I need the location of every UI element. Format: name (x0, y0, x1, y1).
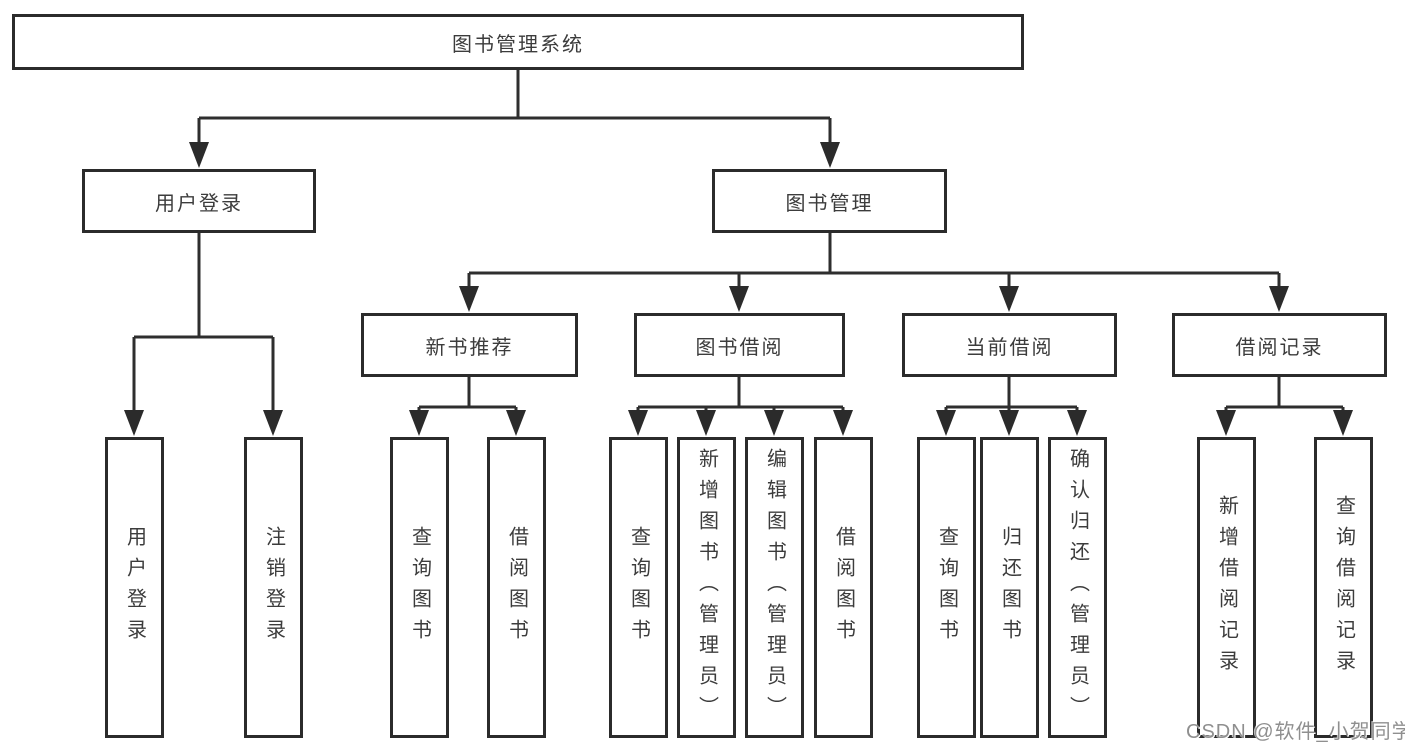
leaf-label: 新增图书（管理员） (695, 448, 718, 727)
node-book-management: 图书管理 (712, 169, 947, 233)
arrowheads (124, 142, 1353, 436)
leaf-label: 查询图书 (408, 525, 431, 650)
leaf-label: 借阅图书 (832, 525, 855, 650)
arrow-down-icon (263, 410, 283, 436)
leaf-label: 编辑图书（管理员） (763, 448, 786, 727)
node-current-borrowing: 当前借阅 (902, 313, 1117, 377)
connector-root-to-level2 (197, 70, 832, 144)
leaf-label: 注销登录 (262, 525, 285, 650)
arrow-down-icon (764, 410, 784, 436)
leaf-br-add-record: 新增借阅记录 (1197, 437, 1256, 738)
arrow-down-icon (729, 286, 749, 312)
leaf-label: 查询图书 (627, 525, 650, 650)
leaf-bb-add-books-admin: 新增图书（管理员） (677, 437, 736, 738)
connector-records-to-leaves (1224, 377, 1345, 411)
leaf-cb-confirm-return-admin: 确认归还（管理员） (1048, 437, 1107, 738)
arrow-down-icon (1333, 410, 1353, 436)
connector-borrowing-to-leaves (636, 377, 845, 411)
arrow-down-icon (820, 142, 840, 168)
arrow-down-icon (833, 410, 853, 436)
node-book-borrowing: 图书借阅 (634, 313, 845, 377)
leaf-logout: 注销登录 (244, 437, 303, 738)
leaf-label: 新增借阅记录 (1215, 494, 1238, 681)
node-new-book-recommend: 新书推荐 (361, 313, 578, 377)
leaf-br-query-record: 查询借阅记录 (1314, 437, 1373, 738)
leaf-bb-query-books: 查询图书 (609, 437, 668, 738)
arrow-down-icon (1067, 410, 1087, 436)
arrow-down-icon (189, 142, 209, 168)
arrow-down-icon (936, 410, 956, 436)
leaf-cb-return-books: 归还图书 (980, 437, 1039, 738)
node-user-login: 用户登录 (82, 169, 316, 233)
leaf-nbr-query-books: 查询图书 (390, 437, 449, 738)
arrow-down-icon (409, 410, 429, 436)
arrow-down-icon (506, 410, 526, 436)
leaf-label: 查询图书 (935, 525, 958, 650)
csdn-watermark: CSDN @软件_小贺同学 (1186, 721, 1405, 743)
arrow-down-icon (459, 286, 479, 312)
leaf-bb-edit-books-admin: 编辑图书（管理员） (745, 437, 804, 738)
arrow-down-icon (628, 410, 648, 436)
node-borrowing-records: 借阅记录 (1172, 313, 1387, 377)
node-root-system-title: 图书管理系统 (12, 14, 1024, 70)
leaf-label: 确认归还（管理员） (1066, 448, 1089, 727)
connector-userlogin-to-leaves (132, 233, 275, 410)
leaf-bb-borrow-books: 借阅图书 (814, 437, 873, 738)
arrow-down-icon (696, 410, 716, 436)
arrow-down-icon (1216, 410, 1236, 436)
arrow-down-icon (1269, 286, 1289, 312)
leaf-cb-query-books: 查询图书 (917, 437, 976, 738)
connector-bookmgmt-to-level3 (467, 233, 1281, 287)
arrow-down-icon (999, 286, 1019, 312)
arrow-down-icon (999, 410, 1019, 436)
connector-newbook-to-leaves (417, 377, 518, 411)
leaf-label: 借阅图书 (505, 525, 528, 650)
connector-current-to-leaves (944, 377, 1079, 411)
leaf-label: 用户登录 (123, 525, 146, 650)
leaf-nbr-borrow-books: 借阅图书 (487, 437, 546, 738)
leaf-label: 归还图书 (998, 525, 1021, 650)
arrow-down-icon (124, 410, 144, 436)
leaf-user-login: 用户登录 (105, 437, 164, 738)
leaf-label: 查询借阅记录 (1332, 494, 1355, 681)
